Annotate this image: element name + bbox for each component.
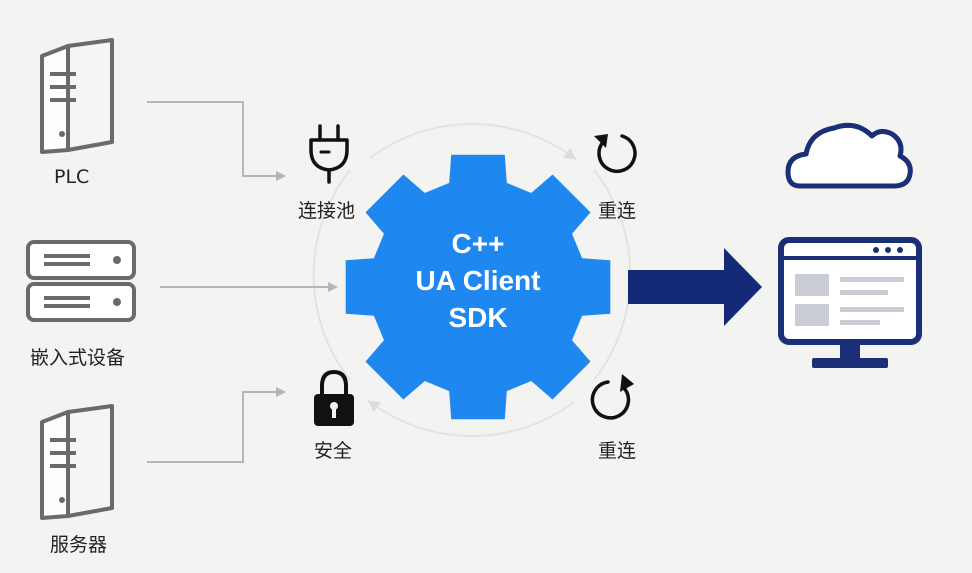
cloud-icon	[785, 122, 913, 189]
label-security: 安全	[314, 440, 353, 462]
sdk-gear-icon	[345, 154, 611, 420]
plug-icon	[309, 124, 349, 184]
connector-plc	[147, 101, 286, 181]
reconnect-top-icon	[594, 134, 637, 174]
embedded-rack-icon	[26, 240, 136, 322]
connector-server	[147, 387, 286, 463]
sdk-title-line2: UA Client	[415, 265, 541, 296]
label-plc: PLC	[54, 166, 90, 188]
monitor-icon	[778, 237, 922, 368]
lock-icon	[314, 369, 354, 426]
server-tower-icon	[40, 404, 114, 520]
sdk-title-line3: SDK	[448, 302, 508, 333]
label-connection-pool: 连接池	[298, 200, 356, 222]
reconnect-bottom-icon	[590, 374, 634, 420]
label-reconnect-top: 重连	[598, 200, 637, 222]
label-server: 服务器	[50, 534, 108, 556]
label-embedded-device: 嵌入式设备	[30, 347, 126, 369]
output-arrow	[628, 248, 762, 326]
orbit-ring	[312, 123, 632, 437]
label-reconnect-bottom: 重连	[598, 440, 637, 462]
sdk-title-line1: C++	[451, 228, 505, 259]
plc-tower-icon	[40, 38, 114, 154]
